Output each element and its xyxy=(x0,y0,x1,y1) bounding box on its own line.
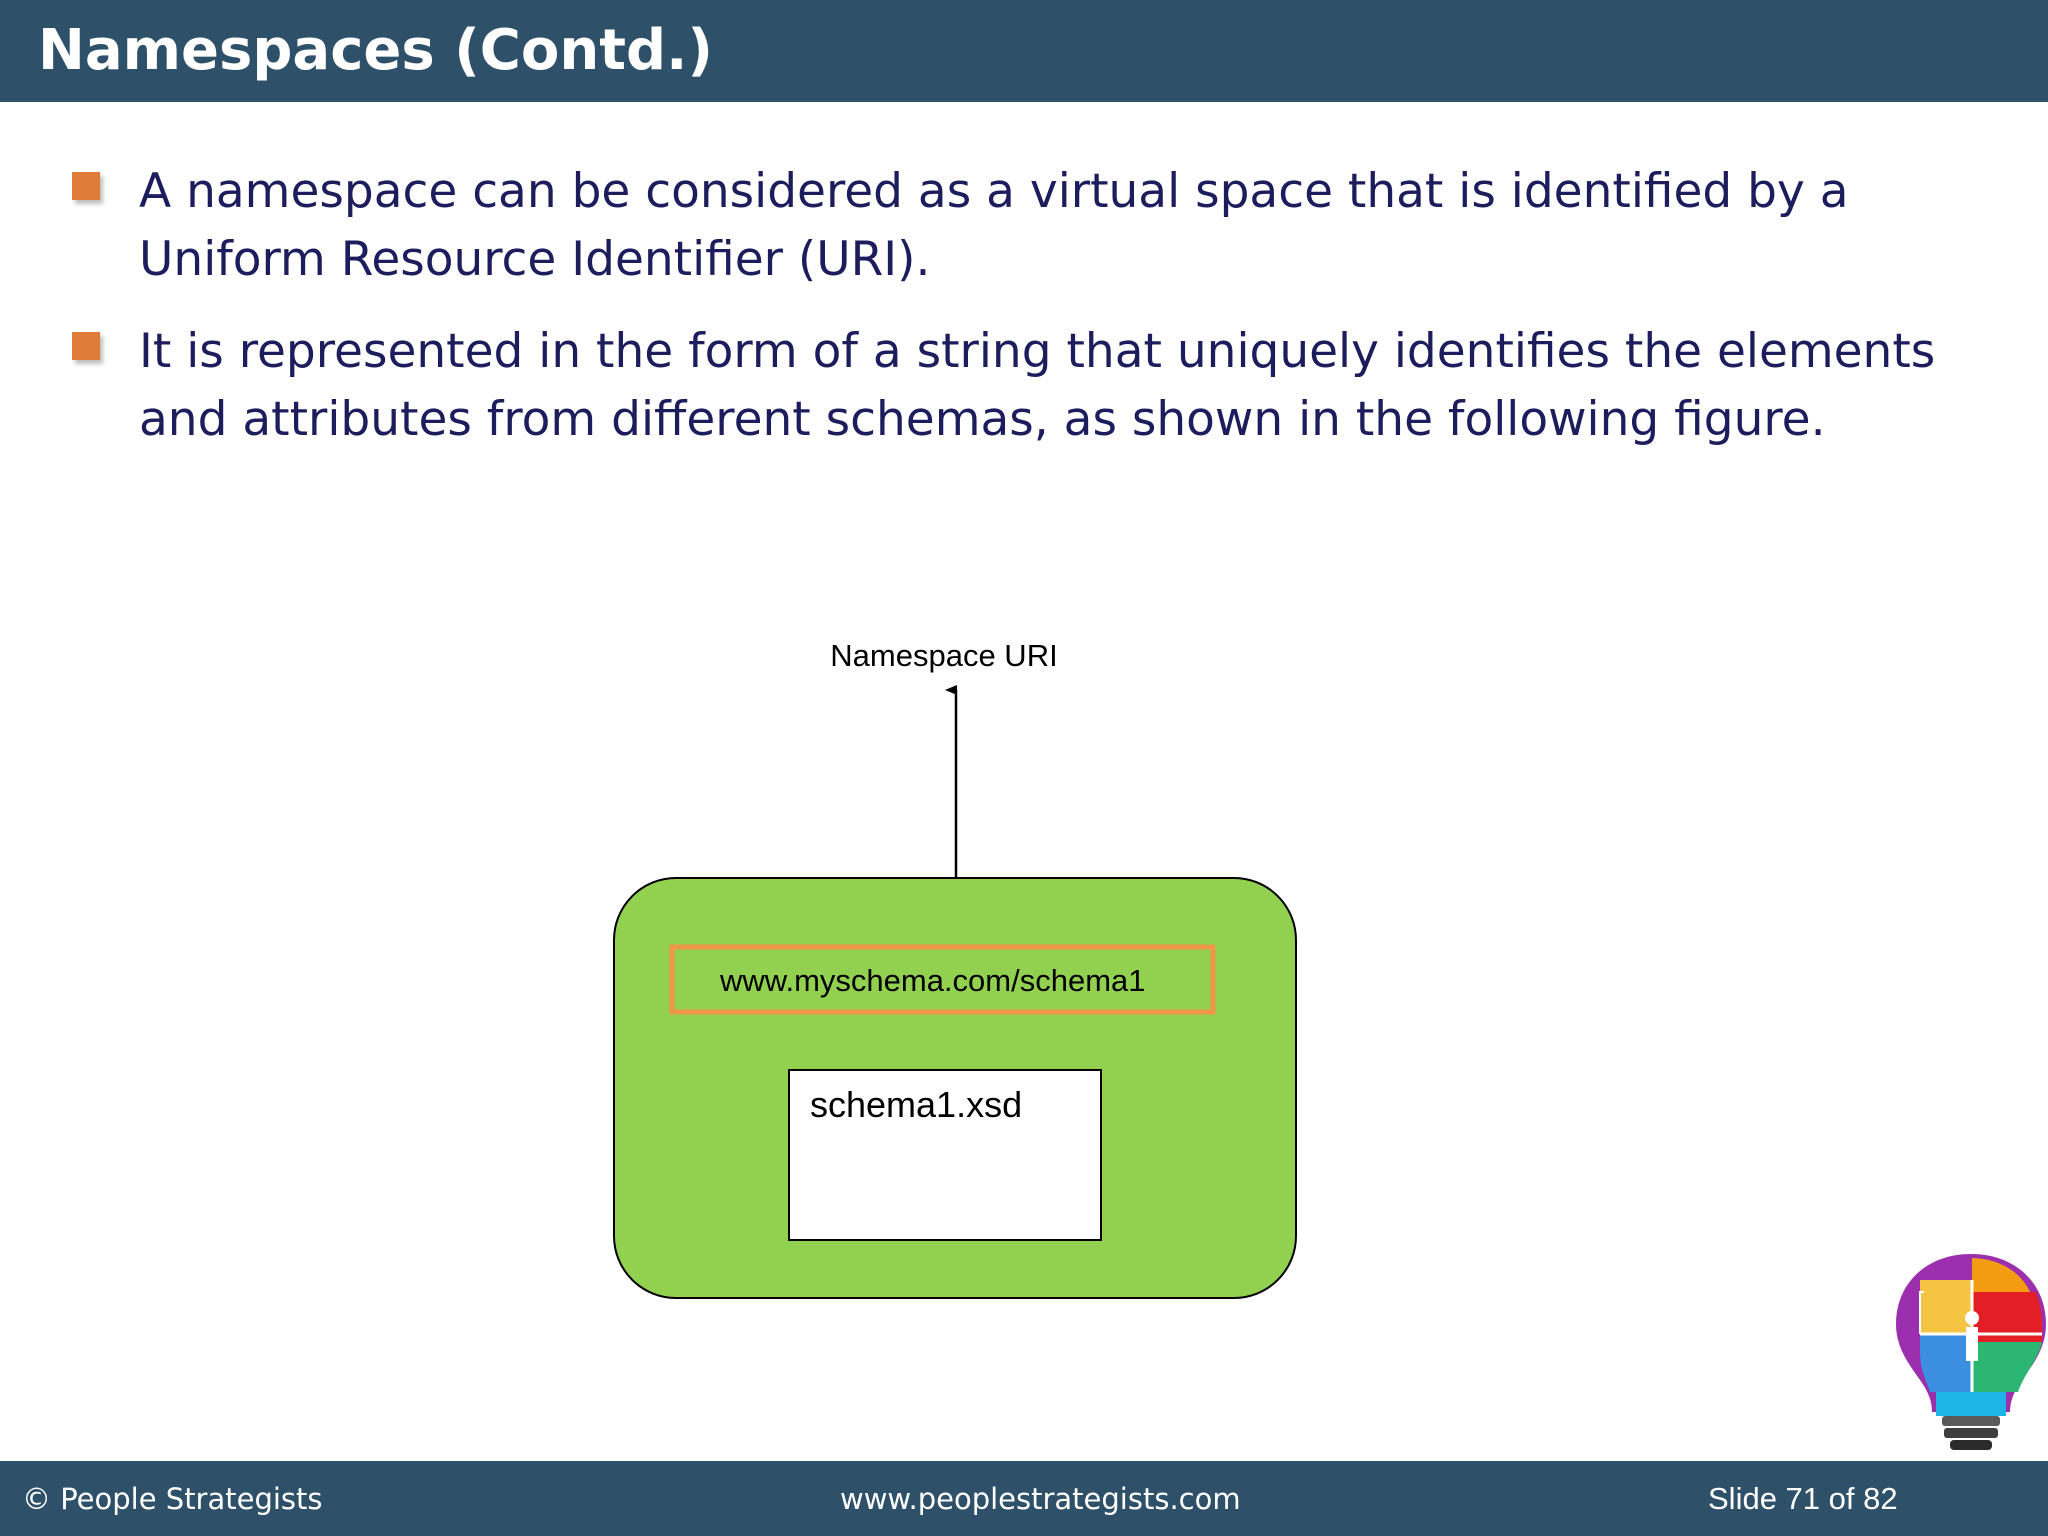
bullet-square-icon xyxy=(72,332,100,360)
lightbulb-icon xyxy=(1896,1254,2046,1450)
bullet-item: A namespace can be considered as a virtu… xyxy=(72,158,1972,294)
bullet-text: It is represented in the form of a strin… xyxy=(139,324,1936,447)
bullet-text: A namespace can be considered as a virtu… xyxy=(139,164,1849,287)
arrow-label: Namespace URI xyxy=(830,638,1057,673)
copyright-text: © People Strategists xyxy=(22,1482,323,1516)
bullet-square-icon xyxy=(72,172,100,200)
footer-bar: © People Strategists www.peoplestrategis… xyxy=(0,1461,2048,1536)
website-link[interactable]: www.peoplestrategists.com xyxy=(840,1482,1241,1516)
schema-file-box xyxy=(788,1069,1102,1241)
bullet-list: A namespace can be considered as a virtu… xyxy=(72,158,1972,478)
bullet-item: It is represented in the form of a strin… xyxy=(72,318,1972,454)
slide-number: Slide 71 of 82 xyxy=(1708,1481,1898,1516)
title-bar: Namespaces (Contd.) xyxy=(0,0,2048,102)
uri-box xyxy=(669,944,1216,1015)
people-strategists-logo xyxy=(1896,1254,2046,1450)
uri-text: www.myschema.com/schema1 xyxy=(719,963,1146,998)
slide-title: Namespaces (Contd.) xyxy=(38,18,713,83)
schema-file-label: schema1.xsd xyxy=(810,1084,1022,1125)
